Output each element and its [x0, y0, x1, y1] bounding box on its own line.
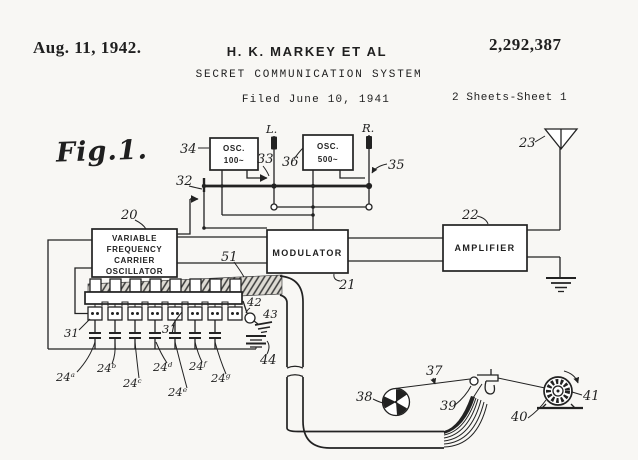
- ref-51: 51: [221, 250, 238, 265]
- patent-title: SECRET COMMUNICATION SYSTEM: [195, 69, 423, 81]
- osc-100-label-2: 100~: [224, 156, 244, 165]
- relay-reed-right: [366, 136, 372, 149]
- oscillator-section: OSC. 100~ OSC. 500~: [177, 134, 373, 235]
- ref-31-mid: 31: [162, 322, 177, 336]
- ref-41: 41: [582, 389, 600, 404]
- ref-23: 23: [518, 136, 536, 151]
- patent-date: Aug. 11, 1942.: [33, 38, 142, 57]
- relay-right-label: R.: [361, 121, 374, 135]
- brush-assembly: [242, 300, 273, 349]
- osc-500-box: [302, 134, 354, 171]
- cap-label-24a: 24ᵃ: [55, 370, 75, 384]
- filed-date: Filed June 10, 1941: [241, 94, 391, 106]
- ribbon-guide: [469, 369, 546, 395]
- ref-42: 42: [246, 295, 262, 309]
- contact-bar: [84, 291, 243, 305]
- reference-labels: 34 33 36 35 32 L. R. 20 51 21 22 23 42 4…: [55, 121, 600, 425]
- cap-label-24e: 24ᵉ: [167, 385, 188, 399]
- ref-33: 33: [257, 152, 274, 167]
- selector-switch: [177, 178, 267, 235]
- amplifier-label: AMPLIFIER: [454, 243, 515, 253]
- ref-40: 40: [510, 410, 528, 425]
- ref-22: 22: [461, 208, 479, 223]
- ref-43: 43: [262, 307, 278, 321]
- ribbon-tube: [279, 275, 444, 449]
- patent-number: 2,292,387: [489, 35, 562, 54]
- ref-20: 20: [120, 208, 138, 223]
- cap-label-24f: 24ᶠ: [188, 359, 208, 373]
- ref-38: 38: [356, 390, 373, 405]
- cap-label-24g: 24ᵍ: [210, 371, 232, 385]
- cap-label-24d: 24ᵈ: [152, 360, 173, 374]
- battery-symbol: [246, 335, 266, 349]
- ref-36: 36: [282, 155, 299, 170]
- amplifier-box: [442, 224, 528, 272]
- modulator-label: MODULATOR: [272, 248, 342, 258]
- ref-34: 34: [180, 142, 197, 157]
- ref-21: 21: [338, 278, 356, 293]
- osc-100-label-1: OSC.: [223, 144, 245, 153]
- vfo-label-3: CARRIER: [114, 256, 155, 265]
- modulator-box: [266, 229, 349, 274]
- ref-32: 32: [176, 174, 193, 189]
- vfo-label-1: VARIABLE: [112, 234, 157, 243]
- ref-31-left: 31: [64, 326, 79, 340]
- motor: [537, 370, 583, 410]
- ground-symbol-right: [546, 276, 576, 293]
- relay-left-label: L.: [265, 122, 277, 136]
- vfo-label-2: FREQUENCY: [107, 245, 163, 254]
- ref-35: 35: [388, 158, 405, 173]
- cap-label-24c: 24ᶜ: [122, 376, 142, 390]
- ribbon-fan: [443, 383, 488, 448]
- ref-44: 44: [259, 353, 277, 368]
- inventor-name: H. K. MARKEY ET AL: [226, 44, 388, 59]
- ref-39: 39: [440, 399, 457, 414]
- vfo-box: [91, 228, 178, 278]
- cap-label-24b: 24ᵇ: [96, 361, 117, 375]
- sheet-label: 2 Sheets-Sheet 1: [452, 92, 568, 104]
- antenna-symbol: [543, 128, 579, 151]
- brush-roller: [244, 312, 256, 324]
- osc-500-label-2: 500~: [318, 155, 338, 164]
- relay-reed-left: [271, 136, 277, 150]
- osc-500-label-1: OSC.: [317, 142, 339, 151]
- contact-row: [87, 301, 243, 321]
- osc-100-box: [209, 137, 259, 171]
- rotation-arrow: [563, 370, 580, 384]
- vfo-label-4: OSCILLATOR: [106, 267, 163, 276]
- key-bed: [84, 278, 243, 305]
- ref-37: 37: [426, 364, 443, 379]
- block-section: VARIABLE FREQUENCY CARRIER OSCILLATOR MO…: [91, 148, 561, 278]
- ground-symbol-brush: [254, 321, 273, 334]
